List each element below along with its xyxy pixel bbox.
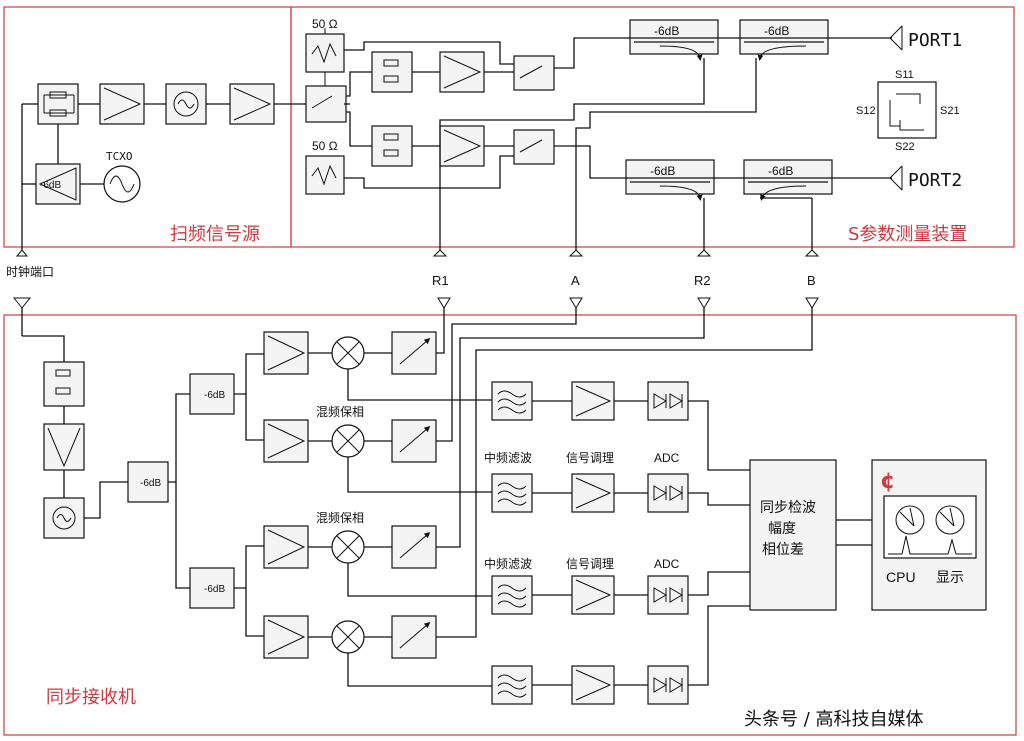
cpu-logo-icon: ¢ [880,469,895,494]
coupler-a [739,19,829,55]
sweep-source-title: 扫频信号源 [170,224,260,245]
label-4: -6dB [764,24,789,38]
label-22: 同步检波 [760,500,816,516]
label-3: -6dB [654,24,679,38]
label-8: S12 [856,105,876,117]
r2-label: R2 [694,273,711,288]
label-20: 信号调理 [566,557,614,571]
label-16: 信号调理 [566,451,614,465]
label-9: S21 [940,105,960,117]
label-7: S11 [895,69,914,81]
tcxo-label: TCXO [106,150,133,163]
amplifier-block [99,83,145,125]
receiver-chain: -6dB -6dB -6dB [22,297,987,705]
coupler-block-source [35,163,81,205]
port2-label: PORT2 [908,170,962,191]
rx-attenuator [43,361,85,407]
label-18: 混频保相 [316,511,364,525]
screen [883,495,977,559]
lane-4 [263,297,819,705]
label-1: 50 Ω [312,17,338,31]
coupler-r1 [629,19,719,55]
s-param-title: S参数测量装置 [848,224,967,245]
s-matrix-icon [877,81,937,139]
lane-2: 混频保相 中频滤波 信号调理 ADC [263,297,750,513]
label-12: -6dB [204,390,225,401]
label-15: 中频滤波 [484,450,532,465]
rx-splitter-lower [189,567,235,609]
label-24: 相位差 [762,542,804,558]
load-top [305,33,345,73]
receiver-frame [3,314,1017,736]
attenuator-lower [371,125,413,167]
label-11: -6dB [140,478,161,489]
rx-amplifier [43,423,85,471]
coupler-r2 [625,159,715,195]
label-19: 中频滤波 [484,556,532,571]
s-param-frame [290,6,1015,248]
amp-lower [439,125,485,167]
a-label: A [571,273,580,288]
watermark-text: 头条号 / 高科技自媒体 [744,709,924,730]
lane-3: 混频保相 中频滤波 信号调理 ADC [263,297,750,615]
receiver-title: 同步接收机 [46,687,136,708]
rx-oscillator [43,497,85,539]
label-23: 幅度 [768,521,796,537]
switch-upper [513,55,555,91]
label-21: ADC [654,557,680,571]
sweep-source-chain: -6dB TCXO 时钟端口 [6,83,308,336]
sweep-source-frame [3,6,292,248]
label-5: -6dB [650,164,675,178]
clock-port-label: 时钟端口 [6,264,54,279]
coupler-b [743,159,833,195]
r1-label: R1 [432,273,449,288]
label-0: -6dB [40,180,61,191]
label-13: -6dB [204,584,225,595]
lane-1 [263,297,750,471]
load-bottom [305,155,345,195]
port1-label: PORT1 [908,30,962,51]
amplifier-block-2 [229,83,275,125]
attenuator-upper [371,51,413,93]
label-6: -6dB [768,164,793,178]
s-param-chain: 50 Ω 50 Ω -6dB [305,17,962,288]
amp-upper [439,51,485,93]
label-2: 50 Ω [312,139,338,153]
sync-detector-block [749,459,837,611]
b-label: B [807,273,816,288]
label-17: ADC [654,451,680,465]
label-10: S22 [895,141,915,153]
label-25: CPU [886,569,916,585]
switch-lower [513,129,555,165]
input-switch [305,85,347,123]
rx-splitter-upper [189,373,235,415]
label-14: 混频保相 [316,405,364,419]
label-26: 显示 [936,570,964,586]
